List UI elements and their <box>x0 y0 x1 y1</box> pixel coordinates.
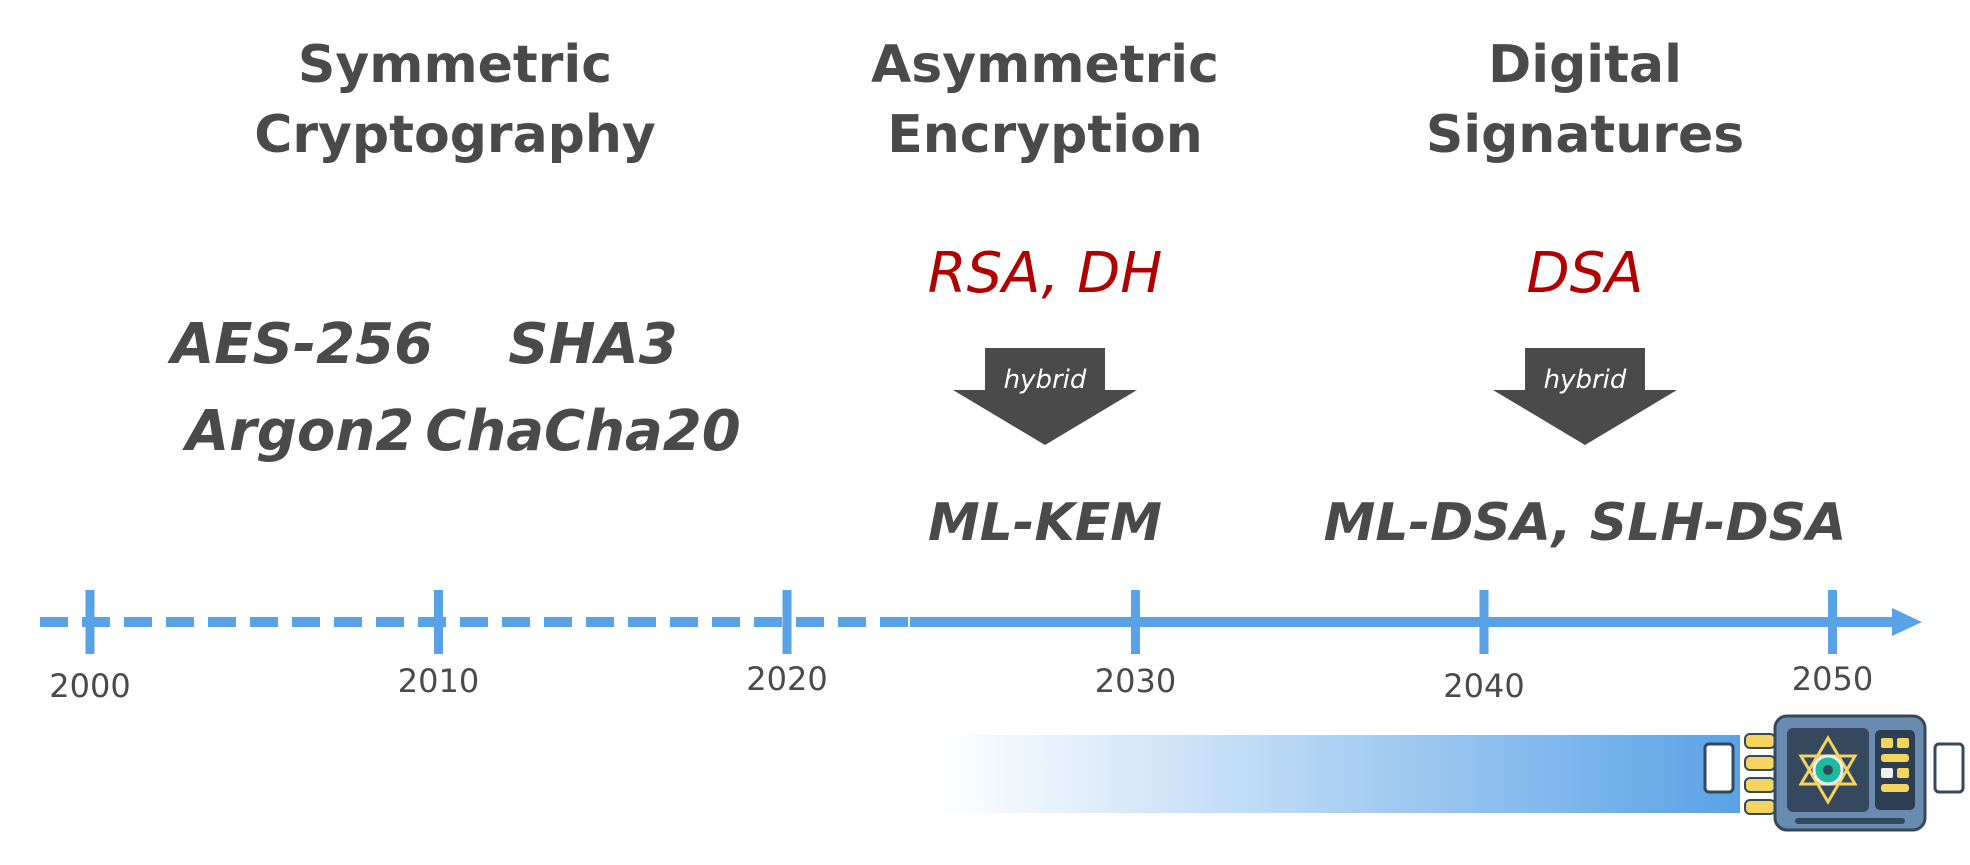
hybrid-arrow-icon <box>1493 348 1677 445</box>
heading-symmetric-line1: Symmetric <box>298 35 612 95</box>
timeline-ticks: 2000 2010 2020 2030 2040 2050 <box>49 590 1873 705</box>
hybrid-label-asymmetric: hybrid <box>1004 365 1087 395</box>
heading-signatures-line1: Digital <box>1488 35 1682 95</box>
pq-ml-kem: ML-KEM <box>928 493 1162 553</box>
hybrid-arrow-icon <box>953 348 1137 445</box>
timeline-year-2010: 2010 <box>398 662 479 700</box>
algo-chacha20: ChaCha20 <box>425 399 740 464</box>
heading-asymmetric-line2: Encryption <box>887 105 1203 165</box>
heading-signatures-line2: Signatures <box>1426 105 1744 165</box>
quantum-chip-icon <box>1703 714 1965 832</box>
pq-ml-dsa-slh-dsa: ML-DSA, SLH-DSA <box>1324 493 1847 553</box>
quantum-era-band <box>940 735 1740 813</box>
classic-rsa-dh: RSA, DH <box>928 241 1163 306</box>
algo-aes-256: AES-256 <box>167 312 433 377</box>
heading-signatures: Digital Signatures <box>1426 35 1744 165</box>
classic-dsa: DSA <box>1527 241 1644 306</box>
heading-asymmetric: Asymmetric Encryption <box>871 35 1219 165</box>
timeline-year-2000: 2000 <box>49 667 130 705</box>
algo-sha3: SHA3 <box>508 312 678 377</box>
signatures-transition: DSA hybrid ML-DSA, SLH-DSA <box>1324 241 1847 553</box>
heading-asymmetric-line1: Asymmetric <box>871 35 1219 95</box>
timeline-year-2050: 2050 <box>1792 660 1873 698</box>
symmetric-algorithms: AES-256 SHA3 Argon2 ChaCha20 <box>167 312 741 464</box>
timeline-arrowhead-icon <box>1892 608 1922 636</box>
hybrid-label-signatures: hybrid <box>1544 365 1627 395</box>
timeline-year-2030: 2030 <box>1095 662 1176 700</box>
timeline-year-2040: 2040 <box>1443 667 1524 705</box>
algo-argon2: Argon2 <box>182 399 414 464</box>
heading-symmetric-line2: Cryptography <box>254 105 656 165</box>
timeline-axis: 2000 2010 2020 2030 2040 2050 <box>40 590 1922 705</box>
asymmetric-transition: RSA, DH hybrid ML-KEM <box>928 241 1163 553</box>
timeline-year-2020: 2020 <box>746 660 827 698</box>
heading-symmetric: Symmetric Cryptography <box>254 35 656 165</box>
